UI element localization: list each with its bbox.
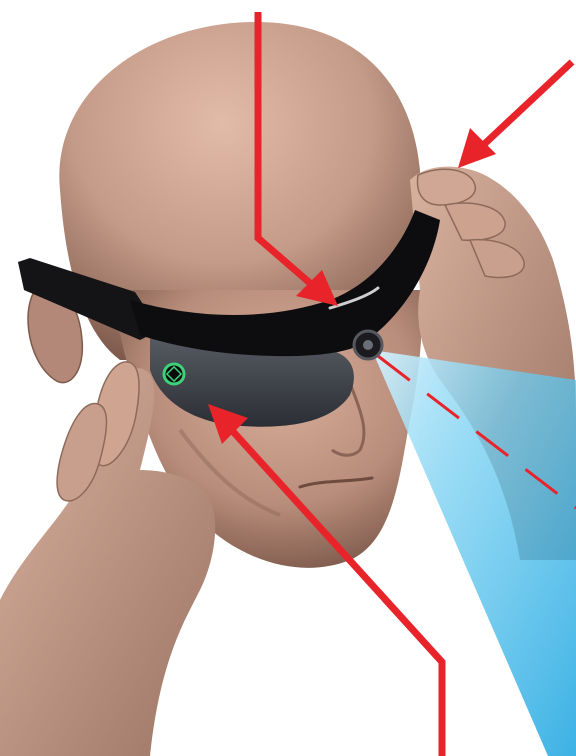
camera-field-of-view-beam [372, 350, 576, 756]
arrow-to-temple-button [458, 62, 572, 168]
